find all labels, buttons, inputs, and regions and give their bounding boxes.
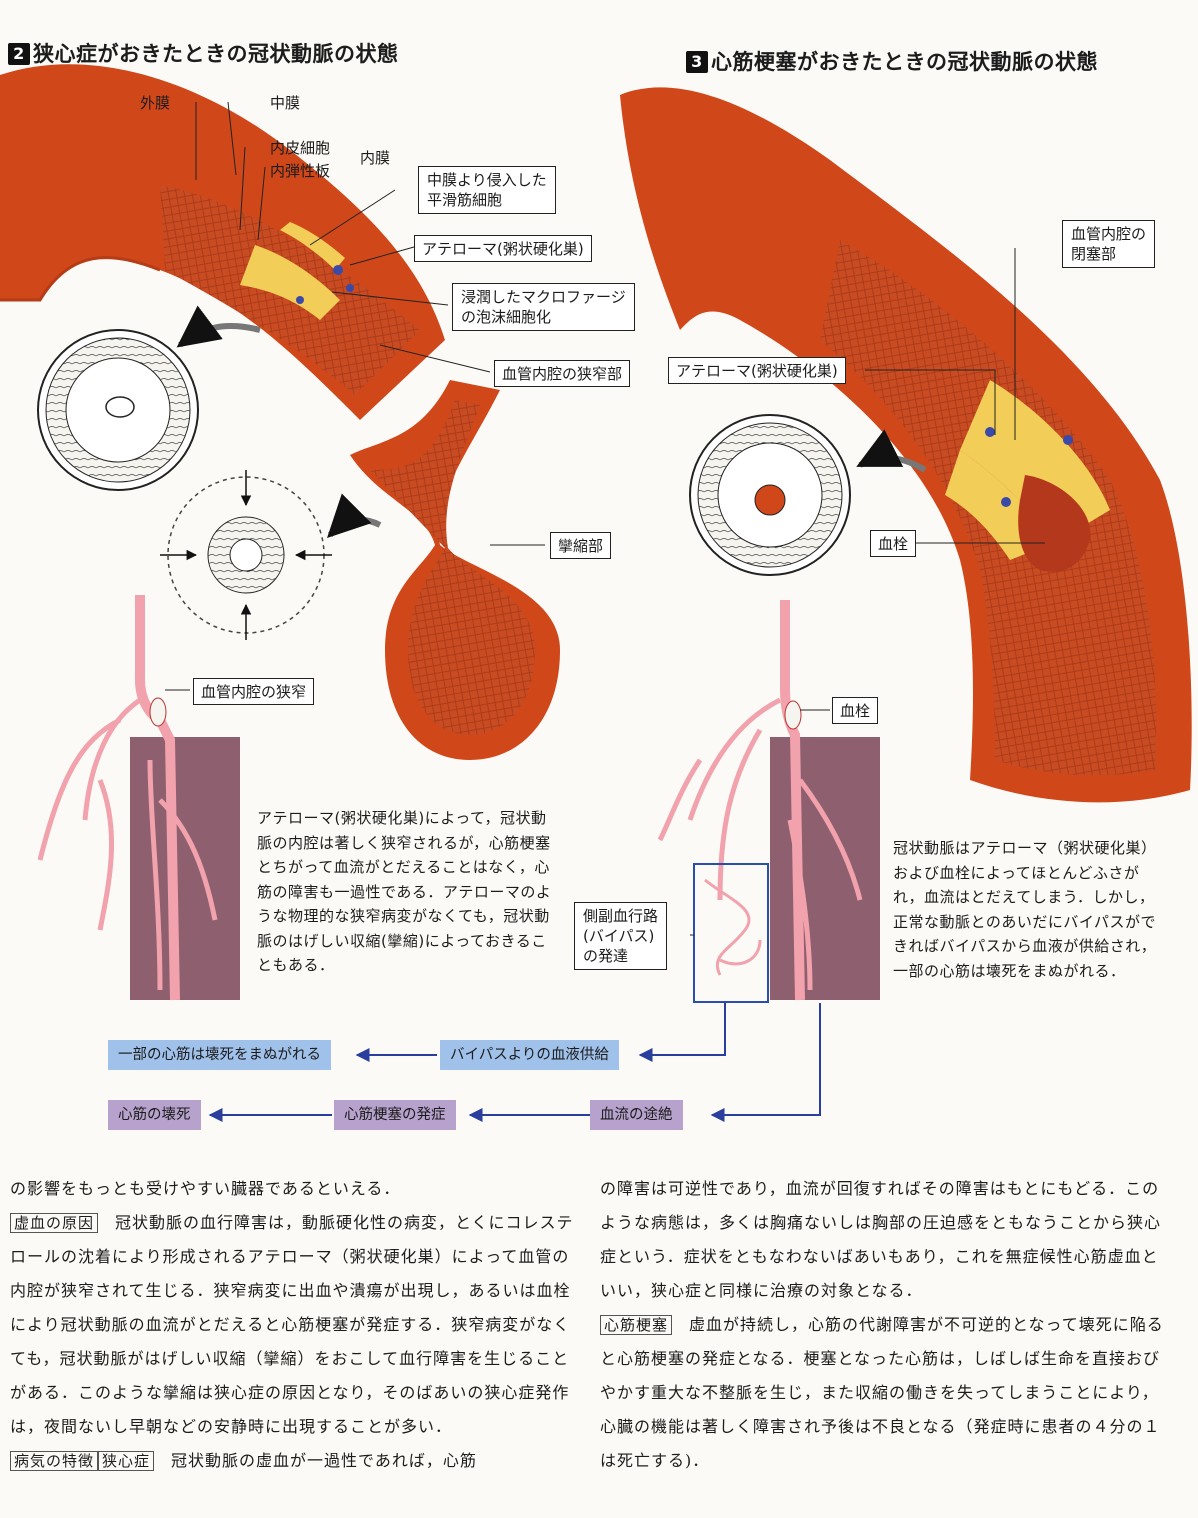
illustration — [0, 64, 1192, 1122]
label-occlusion: 血管内腔の 閉塞部 — [1062, 220, 1156, 268]
section2-number: 2 — [8, 43, 30, 65]
label-thrombus-branch: 血栓 — [832, 697, 879, 724]
section2-description: アテローマ(粥状硬化巣)によって，冠状動脈の内腔は著しく狭窄されるが，心筋梗塞と… — [257, 809, 552, 974]
label-spasm: 攣縮部 — [550, 532, 612, 559]
label-atheroma-3: アテローマ(粥状硬化巣) — [668, 357, 846, 384]
body-right-column: の障害は可逆性であり，血流が回復すればその障害はもとにもどる．このような病態は，… — [600, 1172, 1165, 1478]
infarction-cross-section — [689, 414, 927, 576]
body-right-infarction: 心筋梗塞 虚血が持続し，心筋の代謝障害が不可逆的となって壊死に陥ると心筋梗塞の発… — [600, 1315, 1164, 1470]
leader-lines — [165, 101, 1045, 936]
label-narrowing: 血管内腔の狭窄 — [193, 678, 315, 705]
section3-number: 3 — [686, 51, 708, 73]
spasm-vessel — [350, 380, 560, 760]
label-outer-membrane: 外膜 — [140, 94, 171, 112]
body-left-cause: 虚血の原因 冠状動脈の血行障害は，動脈硬化性の病変，とくにコレステロールの沈着に… — [10, 1213, 574, 1436]
section3-description: 冠状動脈はアテローマ（粥状硬化巣）および血栓によってほとんどふさがれ，血流はとだ… — [893, 839, 1157, 980]
flow-arrows — [208, 1003, 821, 1122]
body-left-features: 病気の特徴狭心症 冠状動脈の虚血が一過性であれば，心筋 — [10, 1444, 575, 1478]
flow-muscle-necrosis: 心筋の壊死 — [108, 1100, 201, 1130]
body-left-column: の影響をもっとも受けやすい臓器であるといえる． 虚血の原因 冠状動脈の血行障害は… — [10, 1172, 575, 1478]
label-smooth-muscle: 中膜より侵入した 平滑筋細胞 — [418, 166, 556, 214]
label-macrophage: 浸潤したマクロファージ の泡沫細胞化 — [452, 283, 635, 331]
spasm-cross-section — [160, 470, 382, 640]
label-thrombus: 血栓 — [870, 530, 917, 557]
infarction-vessel — [620, 87, 1192, 803]
heading-disease-features: 病気の特徴 — [10, 1451, 99, 1471]
heading-angina: 狭心症 — [98, 1451, 155, 1471]
flow-infarction-onset: 心筋梗塞の発症 — [334, 1100, 456, 1130]
label-endothelium: 内皮細胞 — [270, 139, 331, 157]
label-stenosis: 血管内腔の狭窄部 — [494, 360, 631, 387]
flow-partial-muscle-saved: 一部の心筋は壊死をまぬがれる — [108, 1040, 331, 1070]
angina-vessel — [0, 64, 445, 421]
flow-bypass-supply: バイパスよりの血液供給 — [440, 1040, 619, 1070]
flow-bloodflow-cutoff: 血流の途絶 — [590, 1100, 683, 1130]
angina-cross-section — [37, 305, 261, 491]
body-right-angina: の障害は可逆性であり，血流が回復すればその障害はもとにもどる．このような病態は，… — [600, 1179, 1162, 1300]
body-left-intro: の影響をもっとも受けやすい臓器であるといえる． — [10, 1179, 401, 1198]
label-middle-membrane: 中膜 — [270, 94, 301, 112]
label-inner-membrane: 内膜 — [360, 149, 391, 167]
heading-myocardial-infarction: 心筋梗塞 — [600, 1315, 673, 1335]
label-internal-elastic-lamina: 内弾性板 — [270, 162, 331, 180]
heading-ischemia-cause: 虚血の原因 — [10, 1213, 99, 1233]
infarction-heart-muscle — [657, 600, 880, 1003]
label-atheroma-2: アテローマ(粥状硬化巣) — [414, 235, 592, 262]
angina-heart-muscle — [37, 595, 240, 1001]
label-collateral: 側副血行路 (バイパス) の発達 — [574, 902, 668, 970]
